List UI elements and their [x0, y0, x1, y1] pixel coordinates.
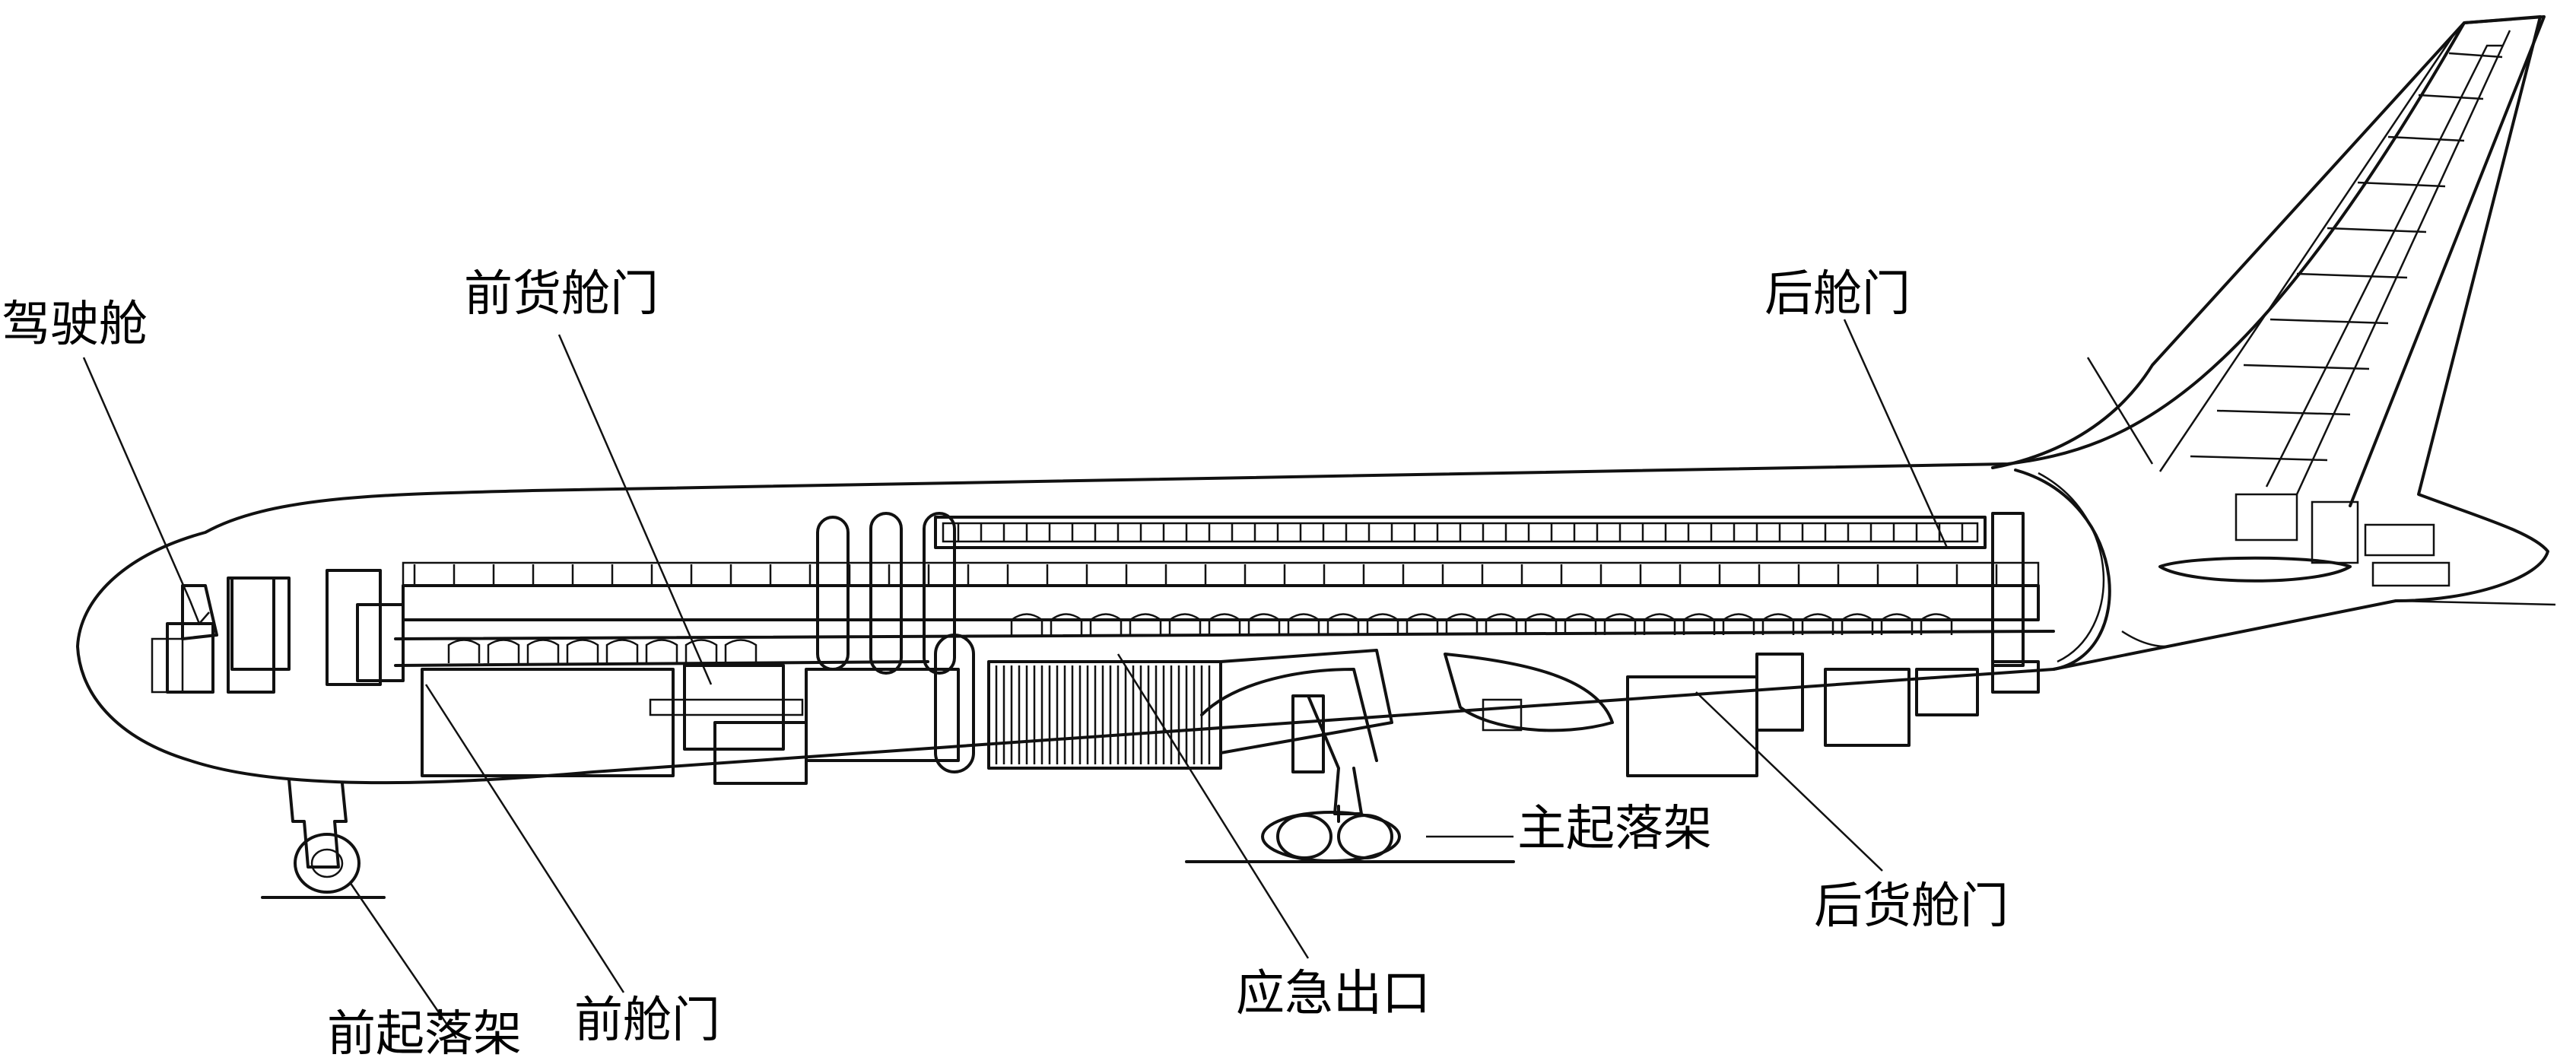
wing-center-section	[987, 660, 1222, 770]
upper-bin-strip	[934, 516, 1987, 549]
label-fwd-door: 前舱门	[574, 993, 720, 1049]
upper-bin-ticks	[957, 523, 1964, 542]
label-emergency-exit: 应急出口	[1236, 966, 1431, 1022]
label-fwd-cargo-door: 前货舱门	[464, 266, 659, 322]
nose-gear-strut	[287, 778, 348, 869]
wing-hatching	[995, 665, 1211, 764]
label-main-gear: 主起落架	[1517, 801, 1712, 857]
nose-gear-wheel	[294, 833, 361, 894]
cockpit-windows	[181, 584, 218, 640]
leader-lines	[82, 319, 1949, 1039]
label-aft-cargo-door: 后货舱门	[1814, 878, 2009, 935]
main-gear-strut	[1307, 694, 1363, 815]
rudder-ribs	[2190, 52, 2503, 462]
vertical-tail	[1991, 15, 2546, 507]
label-cockpit: 驾驶舱	[2, 297, 148, 353]
label-aft-door: 后舱门	[1764, 266, 1911, 322]
floor-ticks	[413, 564, 1998, 584]
seat-row-arches	[447, 613, 1953, 663]
horizontal-stabilizer	[2158, 556, 2352, 583]
label-nose-gear: 前起落架	[327, 1006, 522, 1062]
